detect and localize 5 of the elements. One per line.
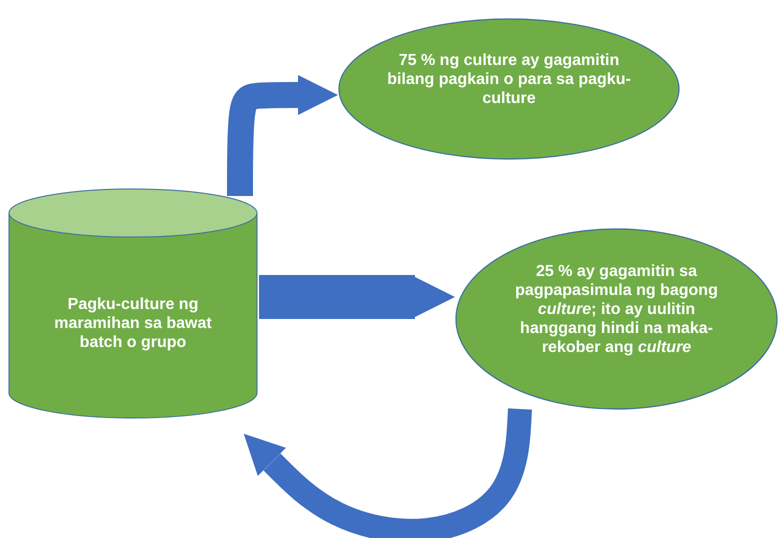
arrow	[227, 75, 338, 196]
node-text: 75 % ng culture ay gagamitin bilang pagkain o para sa pagku-culture	[386, 50, 632, 108]
node-text: 25 % ay gagamitin sa pagpapasimula ng bagong culture; ito ay uulitin hanggang hindi na maka-rekober ang culture	[514, 262, 719, 356]
arrow	[259, 275, 455, 319]
node-text: Pagku-culture ng maramihan sa bawat batch o grupo	[53, 294, 213, 352]
